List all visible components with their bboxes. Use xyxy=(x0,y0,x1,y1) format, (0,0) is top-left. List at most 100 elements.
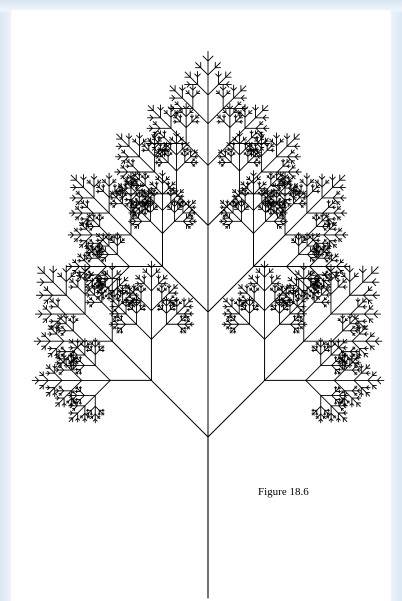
tree-branch xyxy=(95,365,110,380)
tree-branch xyxy=(288,168,292,172)
tree-branch xyxy=(277,275,280,278)
tree-branch xyxy=(215,63,220,68)
tree-branch xyxy=(95,380,110,395)
tree-branch xyxy=(77,235,81,239)
tree-branch xyxy=(375,341,378,344)
tree-branch xyxy=(231,163,239,171)
tree-branch xyxy=(321,290,326,295)
tree-branch xyxy=(136,324,151,339)
tree-branch xyxy=(53,302,58,307)
tree-branch xyxy=(176,163,184,171)
tree-branch xyxy=(307,240,313,246)
tree-branch xyxy=(245,118,255,129)
tree-branch xyxy=(226,113,230,117)
tree-branch xyxy=(112,341,151,380)
tree-branch xyxy=(338,282,343,287)
tree-branch xyxy=(307,191,313,197)
tree-branch xyxy=(42,346,45,349)
tree-branch xyxy=(58,315,61,318)
tree-branch xyxy=(221,153,225,157)
tree-branch xyxy=(287,254,299,266)
tree-branch xyxy=(73,331,83,341)
tree-branch xyxy=(234,91,241,98)
tree-branch xyxy=(373,372,376,375)
tree-branch xyxy=(87,213,93,219)
tree-branch xyxy=(77,231,81,235)
tree-branch xyxy=(162,157,168,163)
tree-branch xyxy=(335,231,339,235)
tree-branch xyxy=(340,175,345,180)
tree-branch xyxy=(48,290,53,295)
tree-branch xyxy=(63,269,66,272)
tree-branch xyxy=(314,295,321,302)
tree-branch xyxy=(171,209,174,212)
tree-branch xyxy=(117,254,129,266)
tree-branch xyxy=(292,281,297,286)
tree-branch xyxy=(233,213,241,221)
tree-branch xyxy=(196,63,201,68)
tree-branch xyxy=(124,168,128,172)
tree-branch xyxy=(69,418,72,421)
tree-branch xyxy=(331,287,338,294)
tree-branch xyxy=(105,254,108,257)
tree-branch xyxy=(230,122,236,128)
tree-branch xyxy=(346,269,349,272)
tree-branch xyxy=(330,241,334,245)
tree-branch xyxy=(225,157,231,163)
tree-branch xyxy=(337,262,341,266)
tree-branch xyxy=(139,157,154,172)
tree-branch xyxy=(272,279,277,284)
tree-branch xyxy=(307,275,310,278)
tree-branch xyxy=(322,183,326,187)
tree-branch xyxy=(159,279,164,284)
tree-branch xyxy=(82,225,86,229)
tree-branch xyxy=(287,139,294,146)
tree-branch xyxy=(208,56,213,61)
tree-branch xyxy=(80,365,84,369)
tree-branch xyxy=(90,290,95,295)
tree-branch xyxy=(132,309,136,313)
tree-branch xyxy=(175,91,182,98)
tree-branch xyxy=(260,272,265,277)
tree-branch xyxy=(124,153,128,157)
tree-branch xyxy=(208,380,265,437)
tree-branch xyxy=(73,282,78,287)
tree-branch xyxy=(168,163,176,171)
tree-branch xyxy=(241,221,253,233)
tree-branch xyxy=(277,142,281,146)
tree-branch xyxy=(368,380,373,385)
tree-branch xyxy=(66,277,71,282)
tree-branch xyxy=(95,351,99,355)
tree-branch xyxy=(58,314,65,321)
tree-branch xyxy=(78,348,85,355)
tree-branch xyxy=(105,275,108,278)
tree-branch xyxy=(377,380,380,383)
tree-branch xyxy=(368,287,371,290)
tree-branch xyxy=(208,68,215,75)
tree-branch xyxy=(151,264,154,267)
tree-branch xyxy=(192,118,196,122)
tree-branch xyxy=(304,314,331,341)
tree-branch xyxy=(285,213,307,235)
tree-branch xyxy=(47,314,52,319)
tree-branch xyxy=(66,269,69,272)
tree-branch xyxy=(87,207,93,213)
tree-branch xyxy=(208,143,230,165)
tree-branch xyxy=(44,287,47,290)
tree-branch xyxy=(241,86,246,91)
tree-branch xyxy=(38,267,44,273)
tree-branch xyxy=(350,277,355,282)
tree-branch xyxy=(85,287,92,294)
tree-branch xyxy=(85,314,112,341)
tree-branch xyxy=(359,329,364,334)
tree-branch xyxy=(343,279,346,282)
tree-branch xyxy=(40,295,43,298)
tree-branch xyxy=(50,269,53,272)
tree-branch xyxy=(45,341,50,346)
tree-branch xyxy=(39,311,42,314)
tree-branch xyxy=(48,295,53,300)
tree-branch xyxy=(40,372,43,375)
tree-branch xyxy=(122,320,126,324)
tree-branch xyxy=(252,134,256,138)
tree-branch xyxy=(79,194,83,198)
